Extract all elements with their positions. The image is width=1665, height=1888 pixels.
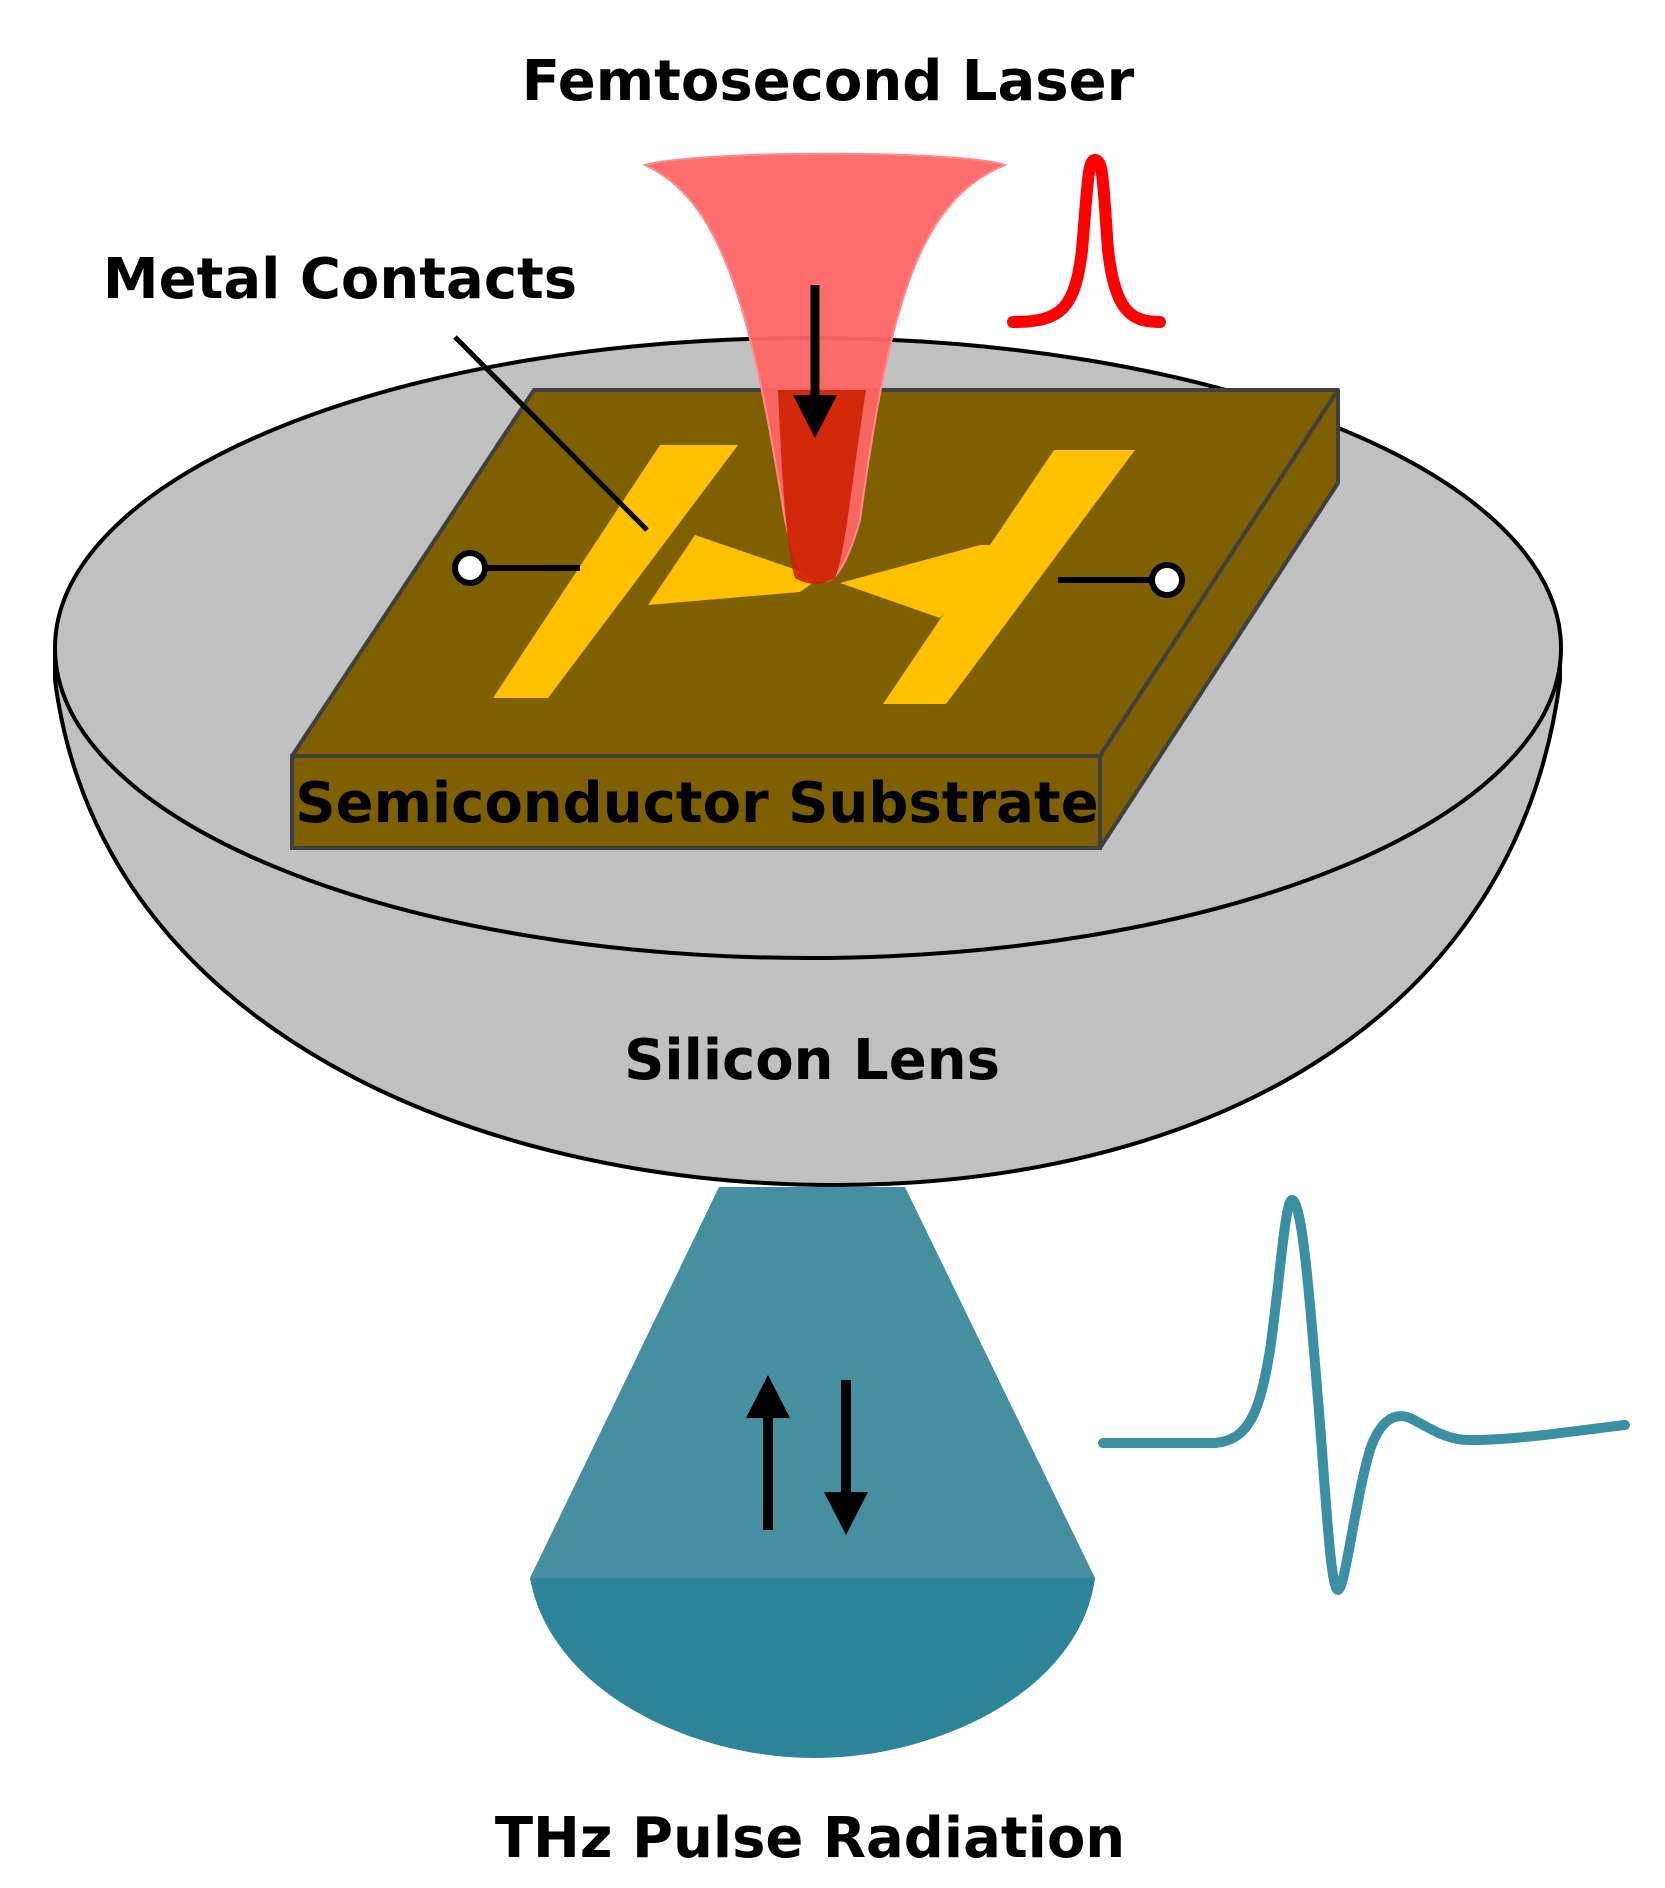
left-terminal	[452, 550, 488, 586]
left-contact-strip	[648, 535, 820, 605]
laser-beam	[642, 152, 1008, 584]
laser-pulse-waveform	[1007, 154, 1166, 328]
laser-arrow-head	[793, 395, 837, 438]
left-contact-bar	[493, 445, 738, 698]
substrate-front-face	[290, 754, 1102, 850]
laser-beam-core	[778, 390, 866, 584]
label-semiconductor-substrate: Semiconductor Substrate	[295, 771, 1098, 836]
electrode-leads	[452, 550, 1185, 598]
right-terminal	[1149, 562, 1185, 598]
thz-beam-cap	[530, 1578, 1095, 1758]
thz-pulse-waveform	[1098, 1195, 1630, 1595]
right-contact-bar	[883, 450, 1135, 704]
label-metal-contacts: Metal Contacts	[103, 247, 577, 312]
label-femtosecond-laser: Femtosecond Laser	[522, 49, 1135, 114]
thz-beam-cone	[530, 1187, 1095, 1578]
laser-beam-funnel	[642, 152, 1008, 583]
right-contact-strip	[840, 545, 1000, 618]
label-thz-pulse-radiation: THz Pulse Radiation	[495, 1806, 1125, 1871]
thz-polarization-arrows	[746, 1375, 868, 1535]
metal-contacts	[493, 445, 1135, 704]
label-silicon-lens: Silicon Lens	[624, 1028, 1000, 1093]
up-arrow-head	[746, 1375, 790, 1418]
thz-beam	[530, 1187, 1095, 1758]
metal-contacts-pointer	[453, 335, 649, 532]
down-arrow-head	[824, 1492, 868, 1535]
